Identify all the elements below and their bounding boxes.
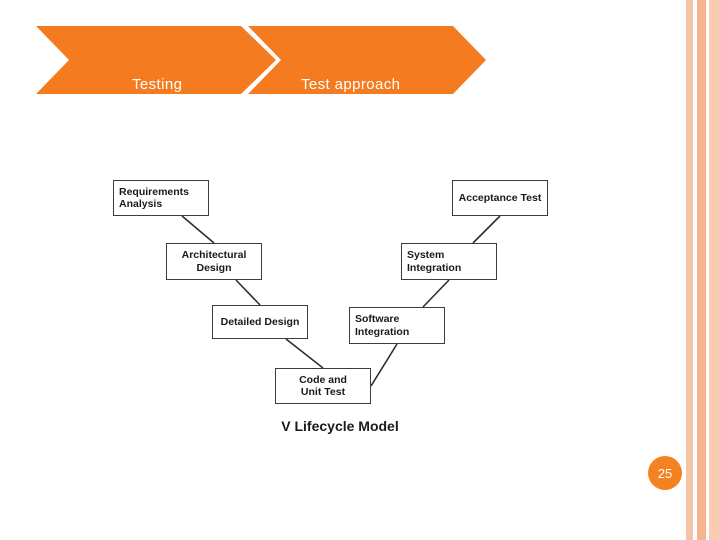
node-label: Requirements Analysis (119, 186, 189, 211)
node-label-line1: Architectural (181, 249, 247, 261)
v-lifecycle-diagram: Requirements Analysis Architectural Desi… (90, 160, 590, 450)
node-label-line1: System (407, 249, 445, 261)
diagram-title: V Lifecycle Model (281, 418, 399, 434)
node-label-line1: Software (355, 313, 400, 325)
node-label: Acceptance Test (458, 191, 542, 204)
diagram-node-detailed-design: Detailed Design (212, 305, 308, 339)
diagram-node-system-integration: System Integration (401, 243, 497, 280)
node-label: Software Integration (355, 313, 409, 338)
node-label: Detailed Design (220, 315, 300, 328)
diagram-node-requirements-analysis: Requirements Analysis (113, 180, 209, 216)
edge-stripe-5 (709, 0, 720, 540)
node-label-line2: Integration (407, 261, 462, 274)
edge-stripe-1 (686, 0, 693, 540)
node-label-line2: Design (196, 261, 232, 274)
node-label-line2: Unit Test (300, 386, 346, 398)
node-label-line1: Requirements (119, 185, 190, 198)
edge-stripe-2 (693, 0, 697, 540)
edge-stripe-4 (706, 0, 709, 540)
node-label: Architectural Design (182, 249, 247, 274)
banner-shape (36, 26, 486, 94)
node-label: Code and Unit Test (299, 374, 347, 399)
node-label-line2: Integration (355, 325, 410, 338)
edge-stripe-3 (697, 0, 706, 540)
title-banner: Testing Test approach (36, 26, 486, 94)
diagram-node-architectural-design: Architectural Design (166, 243, 262, 280)
diagram-connectors (181, 215, 501, 387)
page-number-badge: 25 (648, 456, 682, 490)
diagram-node-acceptance-test: Acceptance Test (452, 180, 548, 216)
diagram-node-software-integration: Software Integration (349, 307, 445, 344)
node-label-line1: Code and (299, 373, 347, 386)
node-label-line2: Analysis (119, 198, 163, 210)
slide-edge-decoration (686, 0, 720, 540)
diagram-node-code-and-unit-test: Code and Unit Test (275, 368, 371, 404)
banner-segment-2-label: Test approach (301, 76, 401, 93)
node-label: System Integration (407, 249, 461, 274)
banner-segment-1-label: Testing (132, 76, 183, 93)
